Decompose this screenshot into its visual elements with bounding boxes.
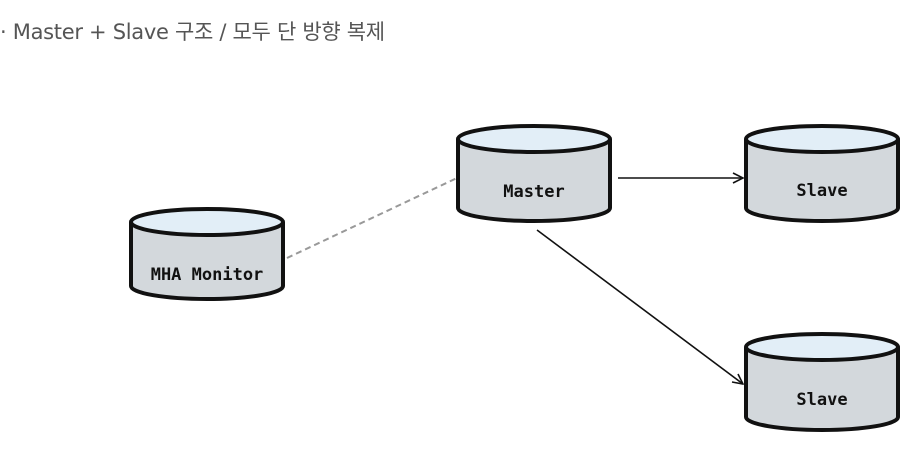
slave-top-label: Slave xyxy=(796,181,847,201)
slave-top-node: Slave xyxy=(744,124,900,223)
master-node: Master xyxy=(456,124,612,223)
slave-bottom-node: Slave xyxy=(744,332,900,432)
monitor-master-link xyxy=(286,177,458,259)
slave-bottom-label: Slave xyxy=(796,390,847,410)
page-caption: · Master + Slave 구조 / 모두 단 방향 복제 xyxy=(0,20,385,44)
master-label: Master xyxy=(503,182,564,202)
mha-monitor-node: MHA Monitor xyxy=(129,207,285,301)
master-to-slave-bottom-arrow xyxy=(536,229,743,384)
mha-monitor-label: MHA Monitor xyxy=(151,265,264,285)
